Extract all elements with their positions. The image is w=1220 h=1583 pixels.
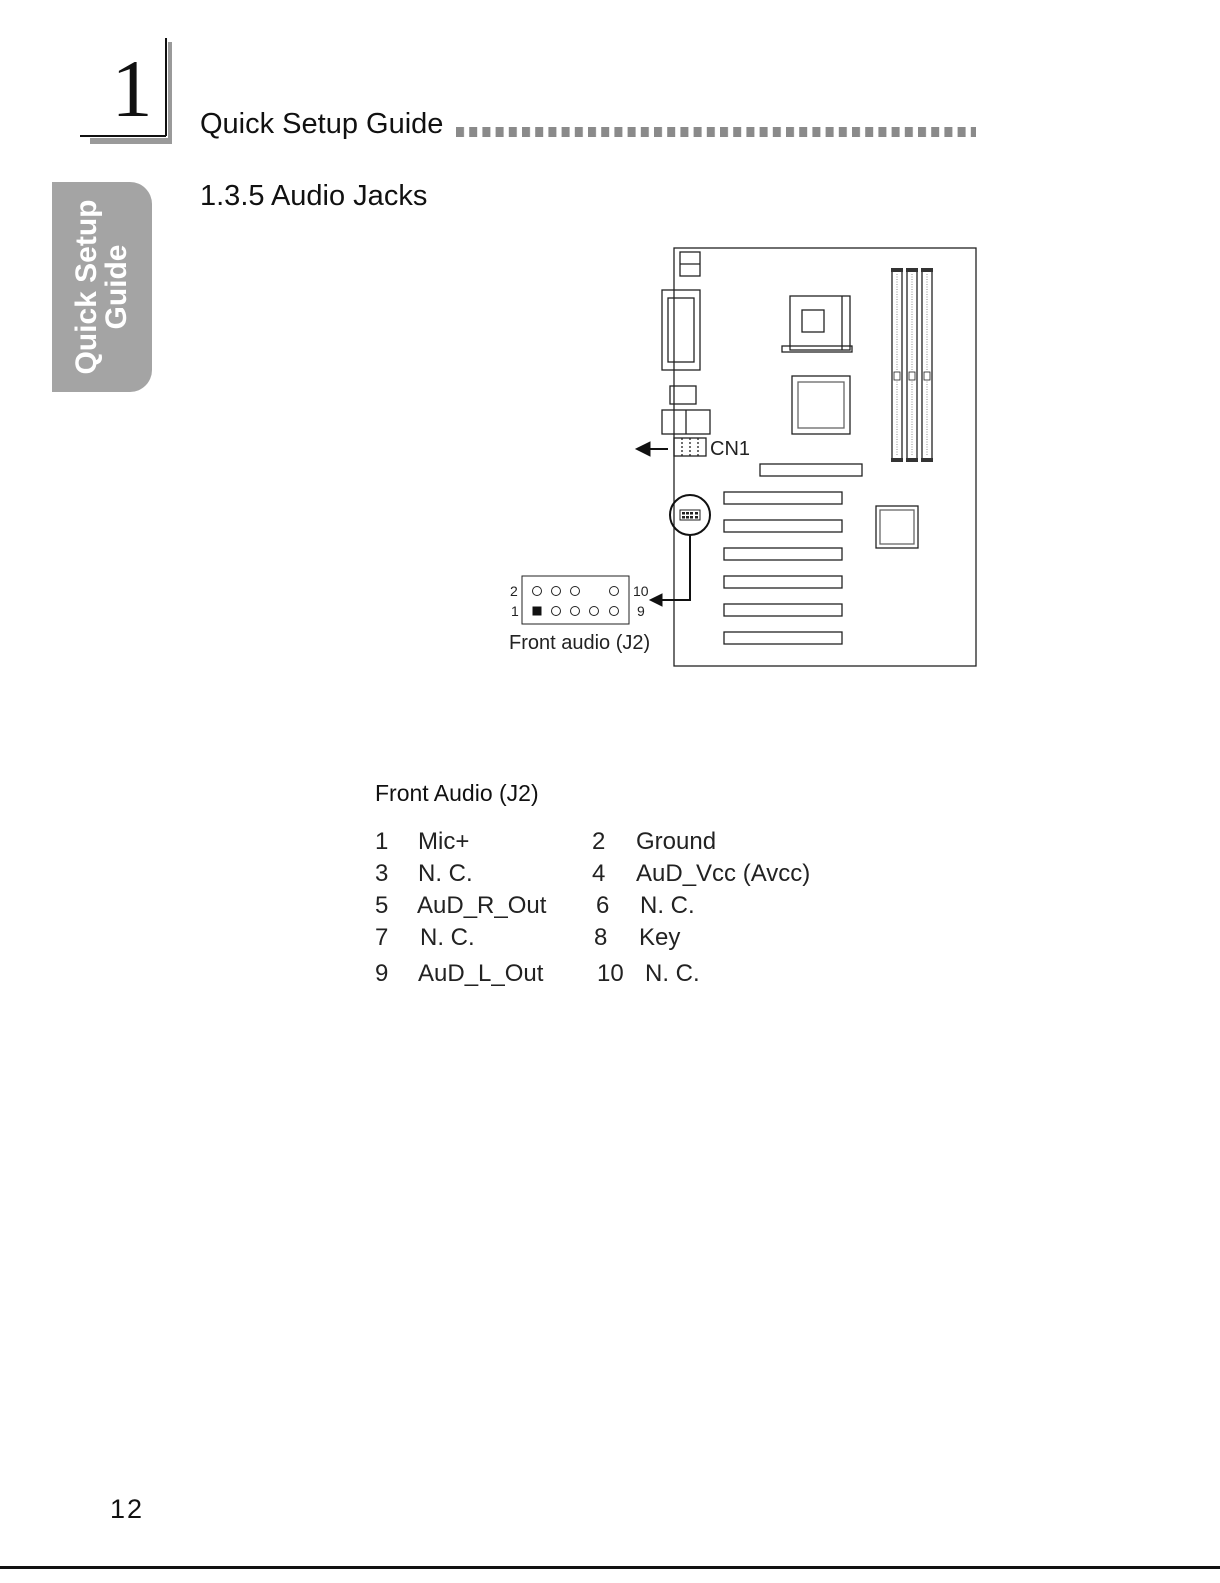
- pin-label-1: 1: [511, 603, 519, 619]
- side-tab-label: Quick Setup Guide: [72, 199, 132, 374]
- pci-slot: [724, 492, 842, 504]
- front-audio-caption: Front audio (J2): [509, 632, 650, 654]
- pci-slot: [724, 604, 842, 616]
- pin-table-title: Front Audio (J2): [375, 780, 539, 807]
- pci-slot: [724, 548, 842, 560]
- pin-number: 8: [594, 924, 607, 952]
- front-audio-header: [522, 576, 629, 624]
- side-tab-line-1: Quick Setup: [72, 199, 102, 374]
- pin-number: 2: [592, 828, 605, 856]
- pin-signal: Key: [639, 924, 680, 952]
- pin-number: 4: [592, 860, 605, 888]
- section-title: 1.3.5 Audio Jacks: [200, 180, 427, 213]
- pci-slot: [724, 520, 842, 532]
- header-title: Quick Setup Guide: [200, 108, 443, 141]
- j2-leader-arrow: [650, 535, 690, 606]
- pin-signal: AuD_L_Out: [418, 960, 543, 988]
- pci-slot: [724, 632, 842, 644]
- pin-label-9: 9: [637, 603, 645, 619]
- header-dotted-rule: [456, 126, 976, 138]
- pin-signal: Ground: [636, 828, 716, 856]
- side-tab: Quick Setup Guide: [52, 182, 152, 392]
- pin-signal: Mic+: [418, 828, 469, 856]
- pin-number: 7: [375, 924, 388, 952]
- cpu-socket: [790, 296, 850, 350]
- pin-signal: N. C.: [645, 960, 700, 988]
- side-tab-line-2: Guide: [102, 199, 132, 374]
- pin-signal: N. C.: [418, 860, 473, 888]
- pin-number: 9: [375, 960, 388, 988]
- pin-number: 5: [375, 892, 388, 920]
- cn1-arrow: [636, 442, 668, 456]
- pin-label-2: 2: [510, 583, 518, 599]
- pin-number: 3: [375, 860, 388, 888]
- pin-1-square: [533, 607, 542, 616]
- pin-signal: N. C.: [640, 892, 695, 920]
- pin-label-10: 10: [633, 583, 649, 599]
- bottom-rule: [0, 1566, 1220, 1569]
- motherboard-diagram: CN1 2 1 10 9 Front audio (J2): [480, 238, 1000, 678]
- pin-signal: AuD_Vcc (Avcc): [636, 860, 810, 888]
- pin-number: 6: [596, 892, 609, 920]
- northbridge-chip: [792, 376, 850, 434]
- pin-number: 10: [597, 960, 624, 988]
- pin-signal: AuD_R_Out: [417, 892, 546, 920]
- pin-number: 1: [375, 828, 388, 856]
- chapter-number: 1: [100, 44, 164, 134]
- southbridge-chip: [876, 506, 918, 548]
- cn1-label: CN1: [710, 438, 750, 460]
- j2-location-circle: [670, 495, 710, 535]
- page-number: 12: [110, 1494, 144, 1525]
- agp-slot: [760, 464, 862, 476]
- pin-signal: N. C.: [420, 924, 475, 952]
- pci-slot: [724, 576, 842, 588]
